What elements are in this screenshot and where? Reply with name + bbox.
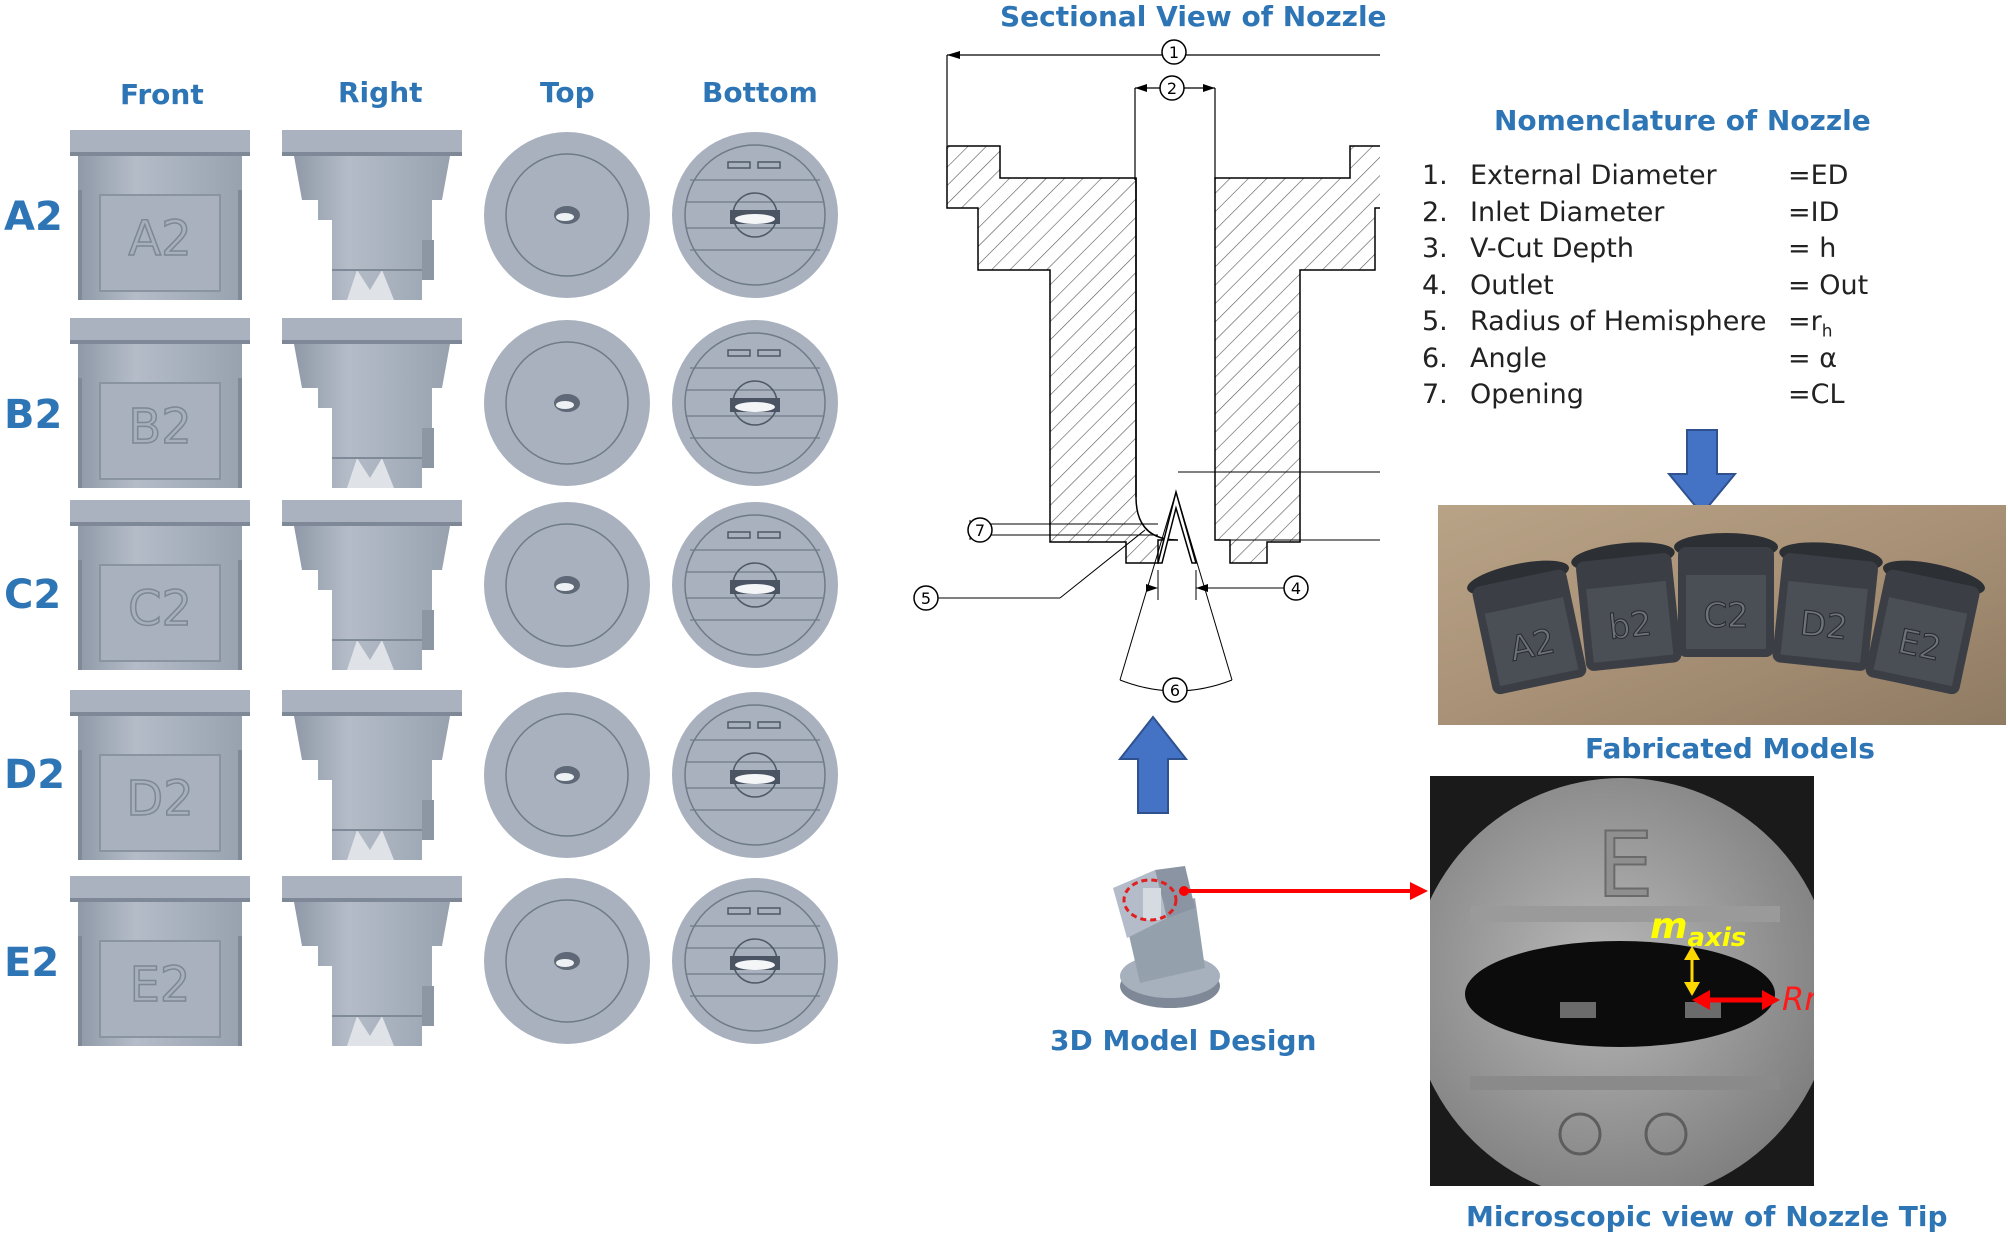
logo-letter: E	[1597, 813, 1654, 918]
callout-1: 1	[1169, 43, 1179, 62]
top-view-c2	[483, 501, 651, 669]
bottom-view-b2	[671, 319, 839, 487]
row-label-a2: A2	[4, 194, 63, 240]
fabricated-nozzle: D2	[1772, 542, 1883, 671]
nomenclature-item: 6.Angle= α	[1422, 342, 1838, 374]
row-label-e2: E2	[4, 940, 60, 986]
nomenclature-item: 4.Outlet= Out	[1422, 269, 1869, 301]
callout-6: 6	[1170, 681, 1180, 700]
row-label-d2: D2	[4, 752, 66, 798]
fabricated-label: C2	[1703, 596, 1748, 636]
column-header-bottom: Bottom	[702, 76, 818, 109]
nomenclature-item: 5.Radius of Hemisphere=rh	[1422, 306, 1833, 342]
top-view-b2	[483, 319, 651, 487]
sectional-view-drawing: 1 2 3 7 4 5 6	[913, 39, 1380, 703]
nomenclature-item: 1.External Diameter=ED	[1422, 160, 1849, 191]
fabricated-label: A2	[1506, 621, 1558, 669]
nomenclature-item: 3.V-Cut Depth= h	[1422, 233, 1837, 264]
top-view-e2	[483, 877, 651, 1045]
fabricated-nozzle: E2	[1865, 560, 1985, 695]
column-header-top: Top	[540, 76, 595, 109]
top-view-d2	[483, 691, 651, 859]
fabricated-models-photo: A2 b2 C2 D2 E2	[1438, 505, 2006, 725]
embossed-label: D2	[126, 771, 194, 827]
3d-model-illustration	[1113, 866, 1220, 1008]
nomenclature-item: 2.Inlet Diameter=ID	[1422, 196, 1840, 228]
fabricated-nozzle: C2	[1674, 533, 1778, 657]
microscopic-view-image: E maxis Rm	[1430, 776, 1814, 1186]
fabricated-label: E2	[1894, 621, 1944, 669]
nomenclature-list: 1.External Diameter=ED 2.Inlet Diameter=…	[1422, 160, 1882, 416]
right-view-c2	[282, 500, 462, 670]
bottom-view-c2	[671, 501, 839, 669]
nomenclature-title: Nomenclature of Nozzle	[1494, 104, 1871, 137]
embossed-label: B2	[128, 399, 191, 455]
column-header-right: Right	[338, 76, 423, 109]
bottom-view-d2	[671, 691, 839, 859]
down-arrow-icon	[1667, 429, 1737, 516]
embossed-label: C2	[128, 581, 192, 637]
fabricated-label: b2	[1607, 604, 1654, 648]
callout-5: 5	[921, 589, 931, 608]
bottom-view-a2	[671, 131, 839, 299]
fabricated-nozzles: A2 b2 C2 D2 E2	[1467, 533, 1985, 695]
callout-2: 2	[1167, 79, 1177, 98]
top-view-a2	[483, 131, 651, 299]
fabricated-models-caption: Fabricated Models	[1585, 732, 1875, 765]
row-label-b2: B2	[4, 392, 63, 438]
embossed-label: A2	[128, 211, 191, 267]
fabricated-nozzle: b2	[1571, 542, 1682, 671]
red-connector-arrow	[1179, 882, 1428, 900]
fabricated-label: D2	[1798, 603, 1850, 648]
callout-4: 4	[1291, 579, 1301, 598]
sectional-view-title: Sectional View of Nozzle	[1000, 0, 1387, 33]
right-view-b2	[282, 318, 462, 488]
column-header-front: Front	[120, 78, 204, 111]
nomenclature-item: 7.Opening=CL	[1422, 379, 1845, 410]
right-view-d2	[282, 690, 462, 860]
fabricated-nozzle: A2	[1467, 560, 1587, 695]
row-label-c2: C2	[4, 572, 62, 618]
m-axis-label: maxis	[1650, 906, 1746, 953]
right-view-a2	[282, 130, 462, 300]
embossed-label: E2	[130, 957, 191, 1013]
up-arrow-icon	[1118, 715, 1188, 814]
3d-model-caption: 3D Model Design	[1050, 1024, 1317, 1057]
microscopic-view-caption: Microscopic view of Nozzle Tip	[1466, 1200, 1948, 1233]
rm-label: Rm	[1782, 980, 1814, 1018]
bottom-view-e2	[671, 877, 839, 1045]
callout-7: 7	[975, 521, 985, 540]
right-view-e2	[282, 876, 462, 1046]
